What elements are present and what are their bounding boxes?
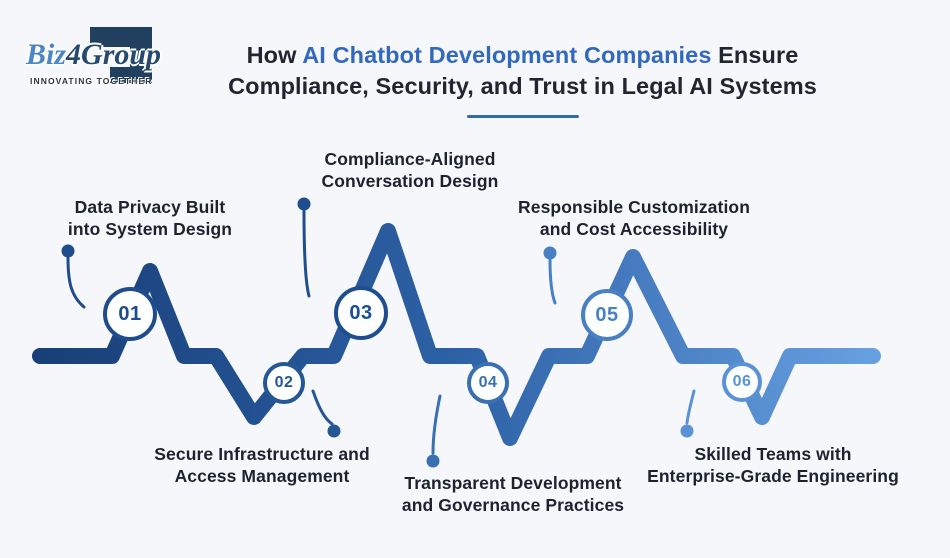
step-label-04-line2: and Governance Practices	[401, 494, 625, 515]
title-divider	[466, 115, 579, 118]
step-label-04: Transparent Development and Governance P…	[402, 473, 624, 516]
step-number-01: 01	[118, 302, 142, 325]
step-node-06: 06	[722, 362, 762, 402]
logo-tagline: INNOVATING TOGETHER	[30, 76, 153, 86]
step-label-03-line2: Conversation Design	[321, 170, 499, 191]
step-label-06-line1: Skilled Teams with	[694, 444, 852, 464]
pin-step-01	[61, 244, 86, 309]
pin-02-dot	[327, 424, 341, 438]
page-title-line2: Compliance, Security, and Trust in Legal…	[228, 73, 817, 99]
logo-bracket-bottom	[110, 67, 152, 83]
step-label-04-line1: Transparent Development	[404, 473, 622, 493]
pin-02-line	[311, 389, 334, 426]
pin-01-line	[66, 256, 86, 309]
step-label-03-line1: Compliance-Aligned	[324, 149, 496, 169]
pin-05-line	[548, 258, 557, 305]
title-highlight: AI Chatbot Development Companies	[302, 42, 712, 68]
step-number-04: 04	[478, 374, 498, 391]
pin-04-line	[431, 394, 442, 455]
step-label-03: Compliance-Aligned Conversation Design	[322, 149, 499, 192]
pulse-line	[32, 223, 881, 446]
logo-wordmark: Biz4Group	[26, 38, 161, 72]
step-label-01: Data Privacy Built into System Design	[68, 197, 232, 240]
pin-06-dot	[680, 424, 694, 438]
step-number-05: 05	[595, 303, 619, 326]
biz4group-logo: Biz4Group INNOVATING TOGETHER	[22, 12, 167, 97]
step-label-01-line1: Data Privacy Built	[74, 197, 226, 217]
step-number-02: 02	[274, 374, 294, 391]
pin-03-dot	[297, 197, 311, 211]
pin-04-dot	[426, 454, 440, 468]
pin-03-line	[302, 209, 311, 298]
header: How AI Chatbot Development Companies Ens…	[95, 40, 950, 118]
page-title-line1: How AI Chatbot Development Companies Ens…	[95, 40, 950, 71]
title-post: Ensure	[711, 42, 799, 68]
title-pre: How	[246, 42, 303, 68]
pin-step-02	[311, 389, 341, 438]
pin-06-line	[685, 389, 696, 425]
step-node-05: 05	[581, 289, 633, 341]
step-label-06: Skilled Teams with Enterprise-Grade Engi…	[647, 444, 899, 487]
step-node-01: 01	[103, 287, 157, 341]
step-label-02: Secure Infrastructure and Access Managem…	[154, 444, 369, 487]
pin-step-04	[426, 394, 442, 468]
step-node-04: 04	[467, 362, 509, 404]
pin-step-03	[297, 197, 311, 298]
step-number-06: 06	[732, 373, 752, 390]
logo-wordmark-biz: Biz	[26, 38, 67, 71]
step-number-03: 03	[349, 301, 373, 324]
step-node-03: 03	[334, 286, 388, 340]
step-label-05: Responsible Customization and Cost Acces…	[518, 197, 750, 240]
step-label-05-line1: Responsible Customization	[518, 197, 750, 217]
pin-05-dot	[543, 246, 557, 260]
pin-01-dot	[61, 244, 75, 258]
step-label-01-line2: into System Design	[67, 218, 233, 239]
step-label-06-line2: Enterprise-Grade Engineering	[647, 465, 899, 486]
pin-step-06	[680, 389, 696, 438]
step-label-02-line1: Secure Infrastructure and	[154, 444, 370, 464]
step-label-02-line2: Access Management	[174, 465, 350, 486]
pin-step-05	[543, 246, 557, 305]
step-node-02: 02	[263, 362, 305, 404]
logo-wordmark-group: 4Group	[66, 38, 162, 71]
step-label-05-line2: and Cost Accessibility	[539, 218, 729, 239]
